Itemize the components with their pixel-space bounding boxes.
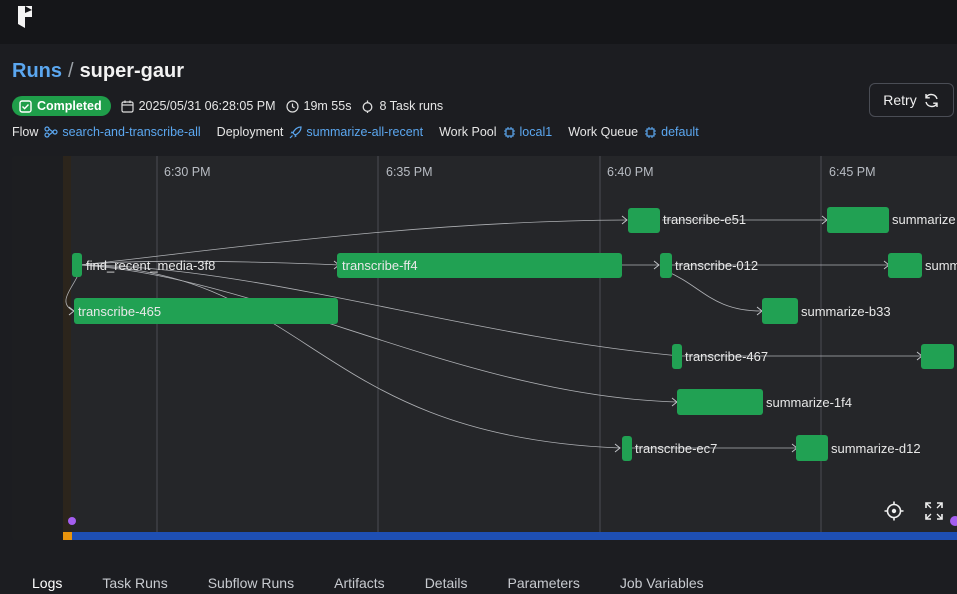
crosshair-icon[interactable] — [883, 500, 905, 522]
breadcrumb-separator: / — [68, 60, 74, 82]
timeline-ticks: 6:30 PM 6:35 PM 6:40 PM 6:45 PM — [164, 165, 876, 179]
node-label: transcribe-ec7 — [635, 441, 717, 456]
fullscreen-icon[interactable] — [923, 500, 945, 522]
run-info-row: Flow search-and-transcribe-all Deploymen… — [12, 125, 699, 139]
tab-details[interactable]: Details — [424, 575, 468, 591]
node-label: transcribe-ff4 — [342, 258, 418, 273]
task-node[interactable] — [74, 298, 338, 324]
start-time: 2025/05/31 06:28:05 PM — [120, 99, 276, 113]
tab-parameters[interactable]: Parameters — [507, 575, 580, 591]
work-queue-link[interactable]: default — [644, 125, 699, 139]
node-label: transcribe-e51 — [663, 212, 746, 227]
task-node[interactable] — [888, 253, 922, 278]
event-marker-dot[interactable] — [950, 516, 957, 526]
tab-task-runs[interactable]: Task Runs — [102, 575, 168, 591]
refresh-icon — [925, 93, 938, 107]
tab-subflow-runs[interactable]: Subflow Runs — [207, 575, 295, 591]
status-label: Completed — [37, 99, 102, 113]
start-time-value: 2025/05/31 06:28:05 PM — [138, 99, 276, 113]
node-label: summarize — [892, 212, 956, 227]
run-duration: 19m 55s — [285, 99, 352, 113]
timeline-gridlines — [156, 156, 822, 532]
duration-value: 19m 55s — [303, 99, 352, 113]
task-node[interactable] — [762, 298, 798, 324]
deployment-link[interactable]: summarize-all-recent — [289, 125, 423, 139]
timeline-progress-track — [63, 532, 957, 540]
task-node-labels: find_recent_media-3f8 transcribe-465 tra… — [78, 212, 957, 456]
check-square-icon — [19, 99, 32, 113]
task-node[interactable] — [660, 253, 672, 278]
deployment-value: summarize-all-recent — [306, 125, 424, 139]
event-marker-dot[interactable] — [68, 517, 76, 525]
node-label: summarize-b33 — [801, 304, 891, 319]
tick-label: 6:35 PM — [386, 165, 433, 179]
cpu-icon — [645, 126, 657, 138]
task-runs-value: 8 Task runs — [379, 99, 444, 113]
retry-label: Retry — [883, 92, 917, 108]
node-label: find_recent_media-3f8 — [86, 258, 215, 273]
tick-label: 6:40 PM — [607, 165, 654, 179]
work-queue-value: default — [661, 125, 699, 139]
work-queue-info: Work Queue default — [568, 125, 698, 139]
page-title: super-gaur — [79, 60, 185, 82]
node-label: summarize-d12 — [831, 441, 921, 456]
tab-logs[interactable]: Logs — [32, 575, 63, 591]
clock-icon — [285, 99, 299, 113]
flow-run-timeline[interactable]: 6:30 PM 6:35 PM 6:40 PM 6:45 PM — [12, 156, 957, 540]
node-label: transcribe-012 — [675, 258, 758, 273]
work-queue-label: Work Queue — [568, 125, 639, 139]
task-run-icon — [363, 100, 373, 113]
timeline-canvas[interactable]: 6:30 PM 6:35 PM 6:40 PM 6:45 PM — [12, 156, 957, 540]
page-header: Runs / super-gaur — [12, 60, 952, 83]
task-node[interactable] — [677, 389, 763, 415]
task-nodes[interactable] — [72, 207, 954, 461]
task-node[interactable] — [672, 344, 682, 369]
breadcrumb: Runs / super-gaur — [12, 60, 952, 83]
cpu-icon — [503, 126, 515, 138]
rocket-icon — [289, 125, 302, 138]
flow-link[interactable]: search-and-transcribe-all — [44, 125, 201, 139]
work-pool-info: Work Pool local1 — [439, 125, 552, 139]
flow-value: search-and-transcribe-all — [62, 125, 201, 139]
tick-label: 6:45 PM — [829, 165, 876, 179]
node-label: summ — [925, 258, 957, 273]
status-badge: Completed — [12, 96, 111, 116]
task-node[interactable] — [72, 253, 82, 277]
task-node[interactable] — [622, 436, 632, 461]
retry-button[interactable]: Retry — [869, 83, 954, 117]
task-node[interactable] — [796, 435, 828, 461]
flow-info: Flow search-and-transcribe-all — [12, 125, 201, 139]
flow-label: Flow — [12, 125, 39, 139]
tab-job-variables[interactable]: Job Variables — [619, 575, 704, 591]
work-pool-link[interactable]: local1 — [503, 125, 553, 139]
prefect-logo[interactable] — [16, 4, 36, 30]
task-runs-count: 8 Task runs — [361, 99, 443, 113]
breadcrumb-runs-link[interactable]: Runs — [12, 60, 62, 82]
top-bar — [0, 0, 957, 44]
work-pool-value: local1 — [519, 125, 553, 139]
node-label: summarize-1f4 — [766, 395, 852, 410]
work-pool-label: Work Pool — [439, 125, 497, 139]
tab-artifacts[interactable]: Artifacts — [334, 575, 385, 591]
run-meta-row: Completed 2025/05/31 06:28:05 PM 19m 55s… — [12, 96, 443, 116]
deployment-info: Deployment summarize-all-recent — [217, 125, 423, 139]
tick-label: 6:30 PM — [164, 165, 211, 179]
task-node[interactable] — [921, 344, 954, 369]
timeline-start-marker — [63, 532, 72, 540]
run-detail-tabs: Logs Task Runs Subflow Runs Artifacts De… — [0, 566, 957, 594]
task-node[interactable] — [337, 253, 622, 278]
task-node[interactable] — [827, 207, 889, 233]
flow-icon — [44, 126, 59, 138]
deployment-label: Deployment — [216, 125, 284, 139]
calendar-icon — [120, 100, 134, 113]
node-label: transcribe-467 — [685, 349, 768, 364]
task-node[interactable] — [628, 208, 660, 233]
node-label: transcribe-465 — [78, 304, 161, 319]
